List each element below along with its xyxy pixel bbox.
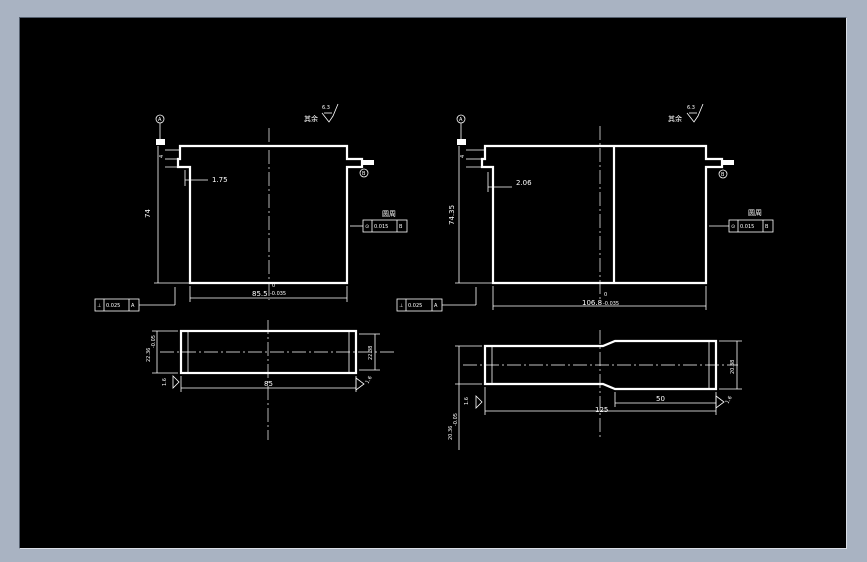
left-plan-outline [179,329,358,375]
left-circ-label: 圆周 [382,210,396,218]
svg-text:B: B [721,172,725,178]
left-datum-a-letter: A [158,117,162,123]
right-plan-length-dim: 125 [595,406,608,414]
drawing-canvas[interactable]: A B 其余 6.3 74 4 1.75 85.5 -0.035 0 [19,17,847,549]
svg-text:B: B [765,224,769,230]
right-front-view: A B 其余 6.3 74.35 4 2.06 106.8 -0.035 0 ⊥… [396,103,774,312]
left-gap-dim: 1.75 [212,176,228,184]
left-plan-h1-tol: -0.05 [151,335,157,348]
right-profile-outline [480,144,724,285]
right-plan-outline [483,339,718,391]
left-datum-a-block [156,139,165,145]
svg-text:⊥: ⊥ [97,303,101,309]
svg-text:B: B [399,224,403,230]
right-plan-h1-dim: 20.36 [448,426,454,440]
left-step-dim: 4 [159,155,165,158]
svg-text:⊙: ⊙ [365,224,369,230]
right-perpendicularity-frame: ⊥ 0.025 A [396,287,477,312]
right-plan-h2-dim: 20.38 [730,360,736,374]
right-rest-label: 其余 [668,114,682,123]
right-datum-a-block [457,139,466,145]
left-width-tol-top: 0 [272,283,275,289]
svg-text:4: 4 [460,155,466,158]
svg-text:⊙: ⊙ [731,224,735,230]
right-height-dim: 74.35 [448,205,456,225]
left-plan-rough-right [355,377,365,391]
svg-text:1.6: 1.6 [725,395,734,405]
right-width-tol: -0.035 [603,301,619,307]
right-datum-b-marker [718,169,728,179]
left-datum-b-block [362,160,374,165]
left-datum-b-marker [359,168,369,178]
left-runout-frame: ⊙ 0.015 B 圆周 [350,210,408,233]
left-front-view: A B 其余 6.3 74 4 1.75 85.5 -0.035 0 [94,103,408,312]
svg-text:A: A [434,303,438,309]
svg-text:A: A [131,303,135,309]
left-perpendicularity-frame: ⊥ 0.025 A [94,287,176,312]
right-circ-label: 圆周 [748,209,762,217]
left-plan-h1-dim: 22.36 [146,348,152,362]
left-width-dim: 85.5 [252,290,268,298]
left-plan-view: 85 22.36 -0.05 22.38 1.6 1.6 [146,320,395,440]
right-plan-view: 125 50 20.36 -0.05 20.38 1.6 1.6 [448,330,742,450]
right-plan-h1-tol: -0.05 [453,413,459,426]
right-plan-seg-dim: 50 [656,395,665,403]
svg-text:0.015: 0.015 [374,224,388,230]
svg-text:1.6: 1.6 [162,378,168,386]
svg-text:⊥: ⊥ [399,303,403,309]
left-height-dim: 74 [144,209,152,218]
right-plan-rough-left [475,395,483,409]
left-datum-b-letter: B [362,171,366,177]
left-plan-rough-left [172,375,180,389]
left-rest-label: 其余 [304,114,318,123]
svg-text:0.025: 0.025 [106,303,120,309]
left-roughness-symbol [321,103,339,123]
svg-text:1.6: 1.6 [365,375,374,385]
left-plan-h2-dim: 22.38 [368,346,374,360]
right-runout-frame: ⊙ 0.015 B 圆周 [709,209,774,233]
right-gap-dim: 2.06 [516,179,532,187]
svg-text:0.015: 0.015 [740,224,754,230]
svg-text:1.6: 1.6 [464,397,470,405]
right-plan-rough-right [715,395,725,409]
left-profile-outline [176,144,364,285]
left-plan-length-dim: 85 [264,380,273,388]
right-width-dim: 106.8 [582,299,602,307]
left-rest-value: 6.3 [322,105,330,111]
cad-drawing: A B 其余 6.3 74 4 1.75 85.5 -0.035 0 [94,103,774,450]
right-roughness-symbol [686,103,704,123]
right-datum-b-block [722,160,734,165]
left-width-tol: -0.035 [270,291,286,297]
svg-text:A: A [459,117,463,123]
svg-text:0.025: 0.025 [408,303,422,309]
right-rest-value: 6.3 [687,105,695,111]
right-width-tol-top: 0 [604,292,607,298]
